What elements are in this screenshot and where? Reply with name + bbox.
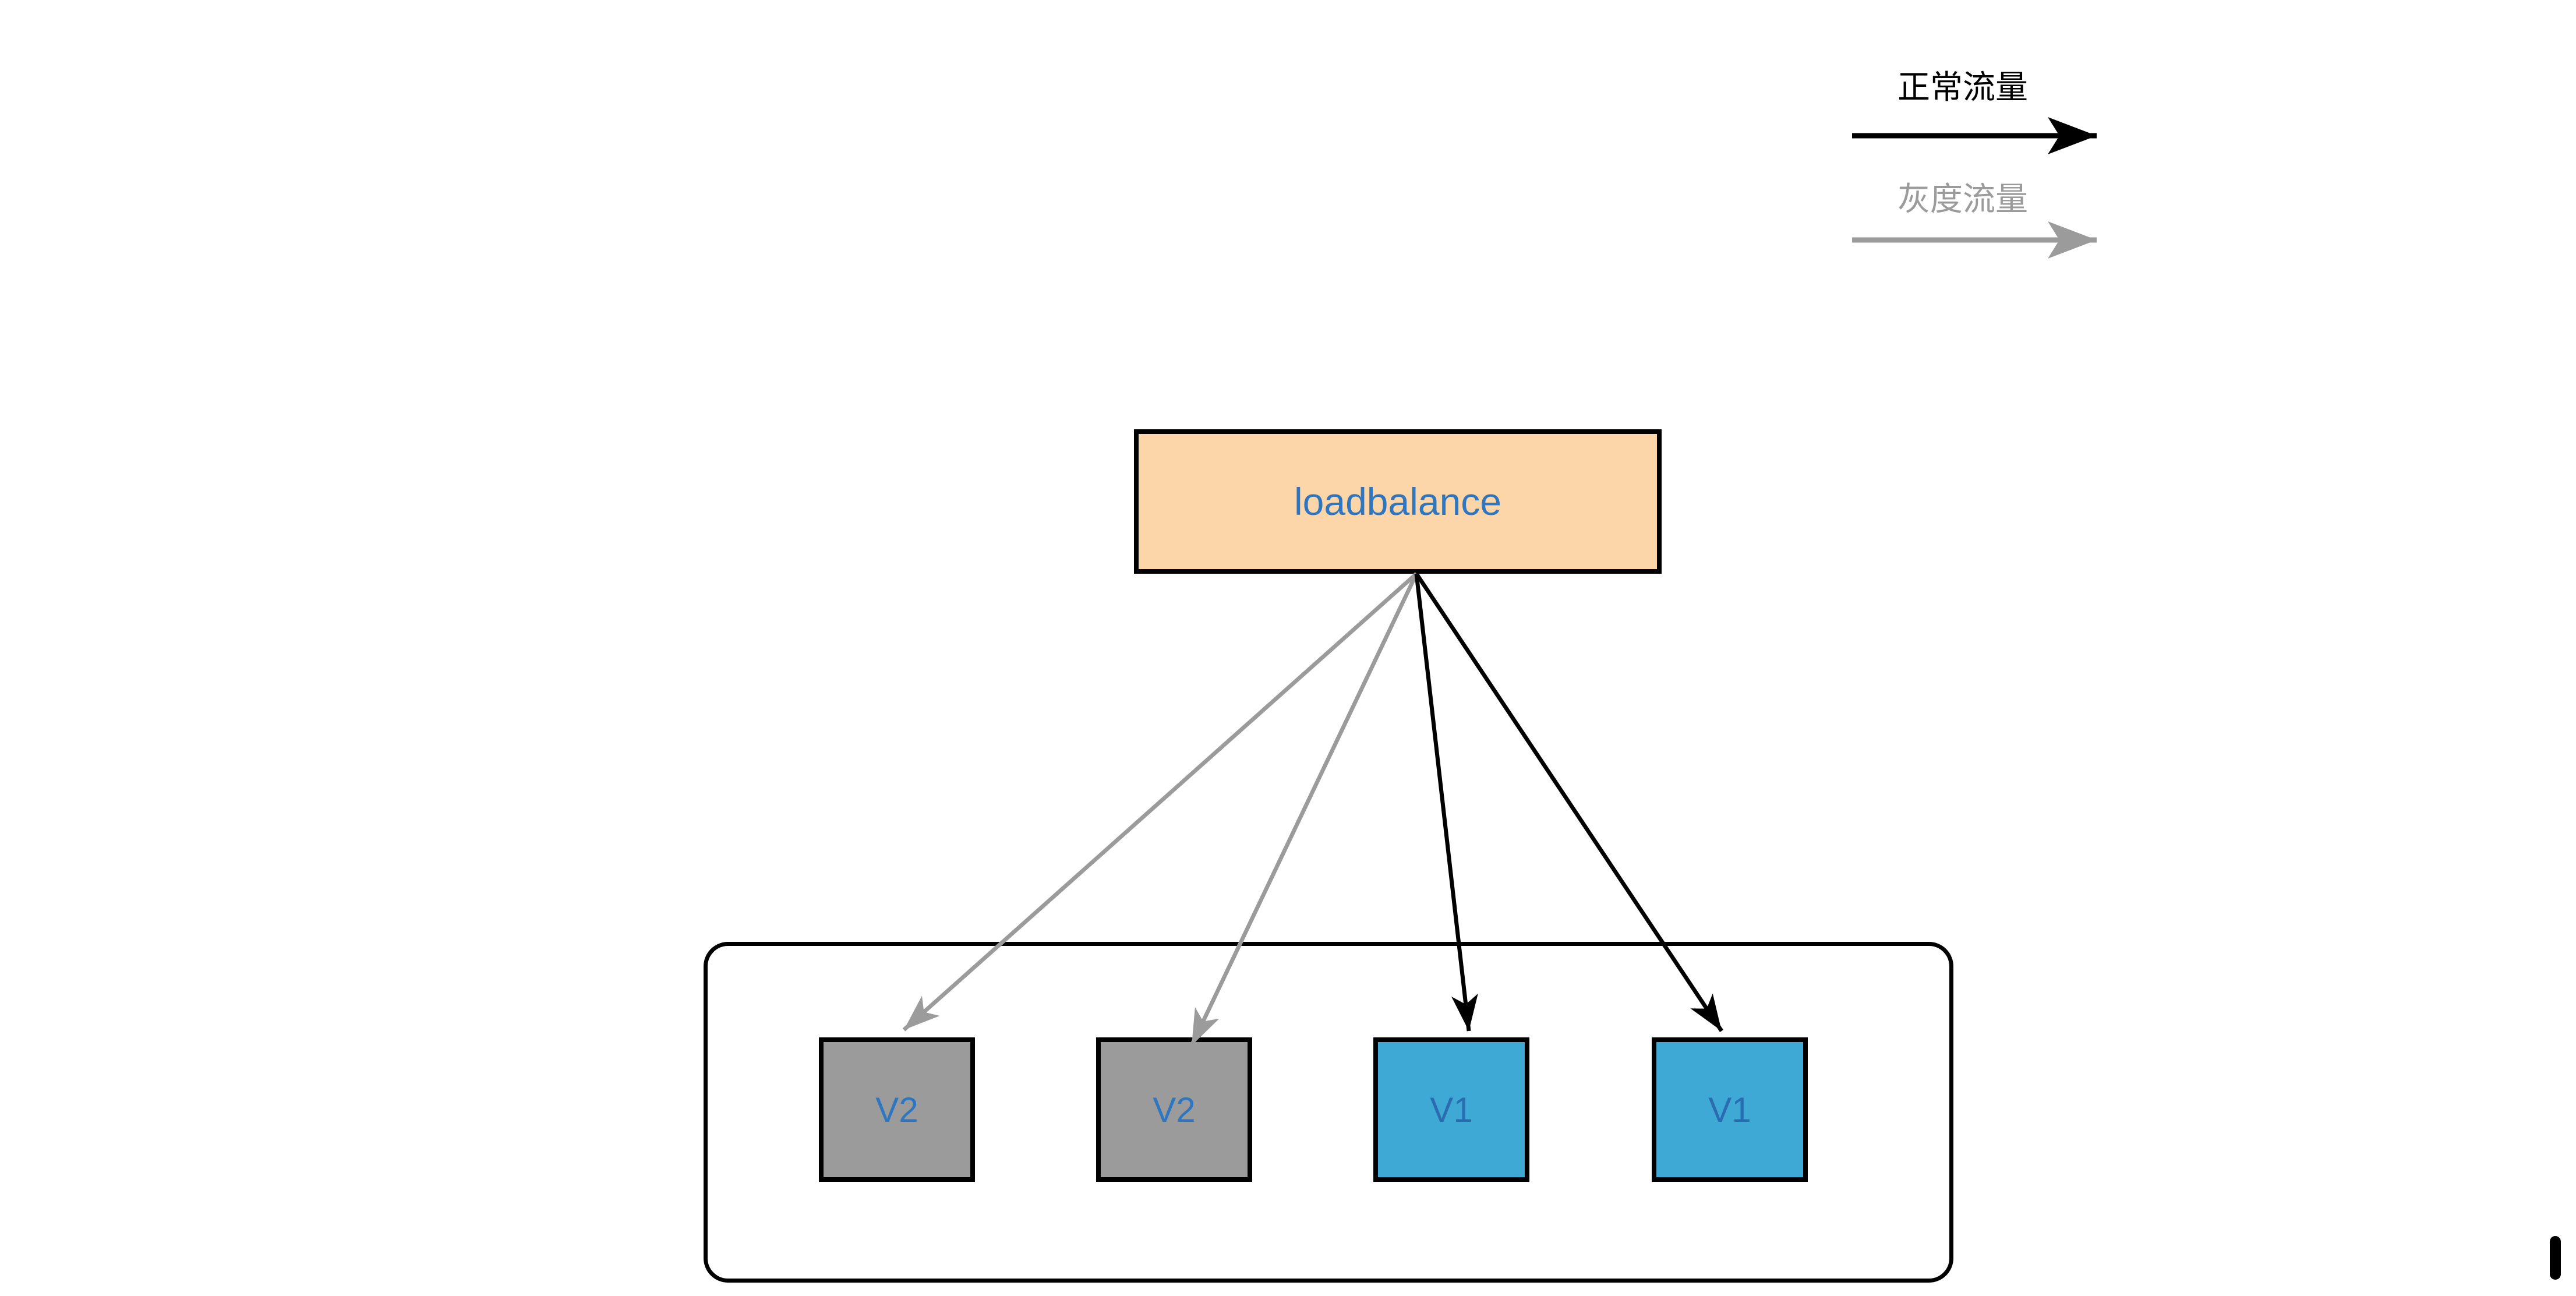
loadbalancer-label: loadbalance [1294,480,1501,523]
server-label: V1 [1430,1090,1473,1129]
server-node-v2-1: V2 [819,1037,975,1182]
legend-label-normal-traffic: 正常流量 [1897,69,2028,105]
cursor-artifact [2550,1236,2561,1280]
loadbalancer-node: loadbalance [1134,429,1662,574]
server-label: V2 [1153,1090,1196,1129]
server-label: V1 [1708,1090,1751,1129]
server-label: V2 [875,1090,918,1129]
legend-label-gray-traffic: 灰度流量 [1897,181,2028,217]
server-node-v1-1: V1 [1373,1037,1529,1182]
server-node-v2-2: V2 [1096,1037,1252,1182]
server-node-v1-2: V1 [1652,1037,1808,1182]
